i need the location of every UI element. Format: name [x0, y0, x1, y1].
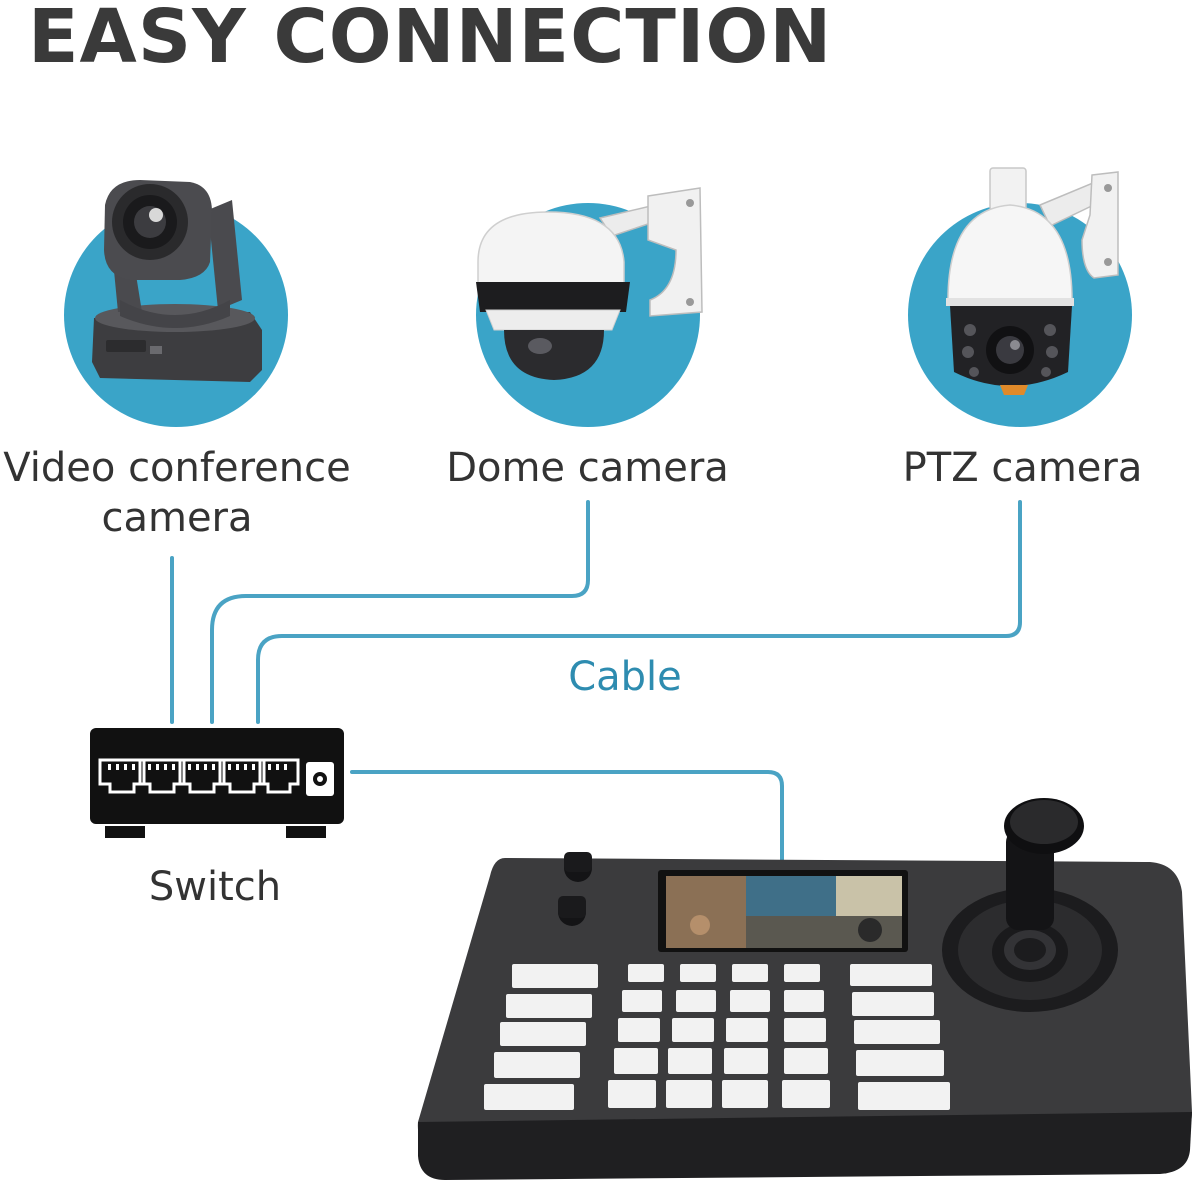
network-switch-icon [90, 728, 344, 838]
video-conference-camera-icon [92, 180, 262, 382]
dome-camera-icon [476, 187, 703, 380]
cable-lines [170, 500, 1022, 864]
dome-camera-label: Dome camera [446, 445, 729, 491]
page-title: EASY CONNECTION [28, 0, 833, 80]
cable-ptz-camera [256, 500, 1022, 724]
cable-dome-camera [210, 500, 590, 724]
video-conference-camera-label-text: Video conference camera [3, 445, 351, 541]
video-conference-camera-label: Video conference camera [0, 443, 354, 543]
ptz-camera-icon [946, 167, 1119, 395]
ptz-camera-label: PTZ camera [902, 445, 1143, 491]
ptz-controller-keyboard-icon [417, 798, 1192, 1180]
cable-controller [350, 770, 784, 864]
switch-label: Switch [148, 864, 282, 910]
cable-label: Cable [568, 654, 682, 700]
